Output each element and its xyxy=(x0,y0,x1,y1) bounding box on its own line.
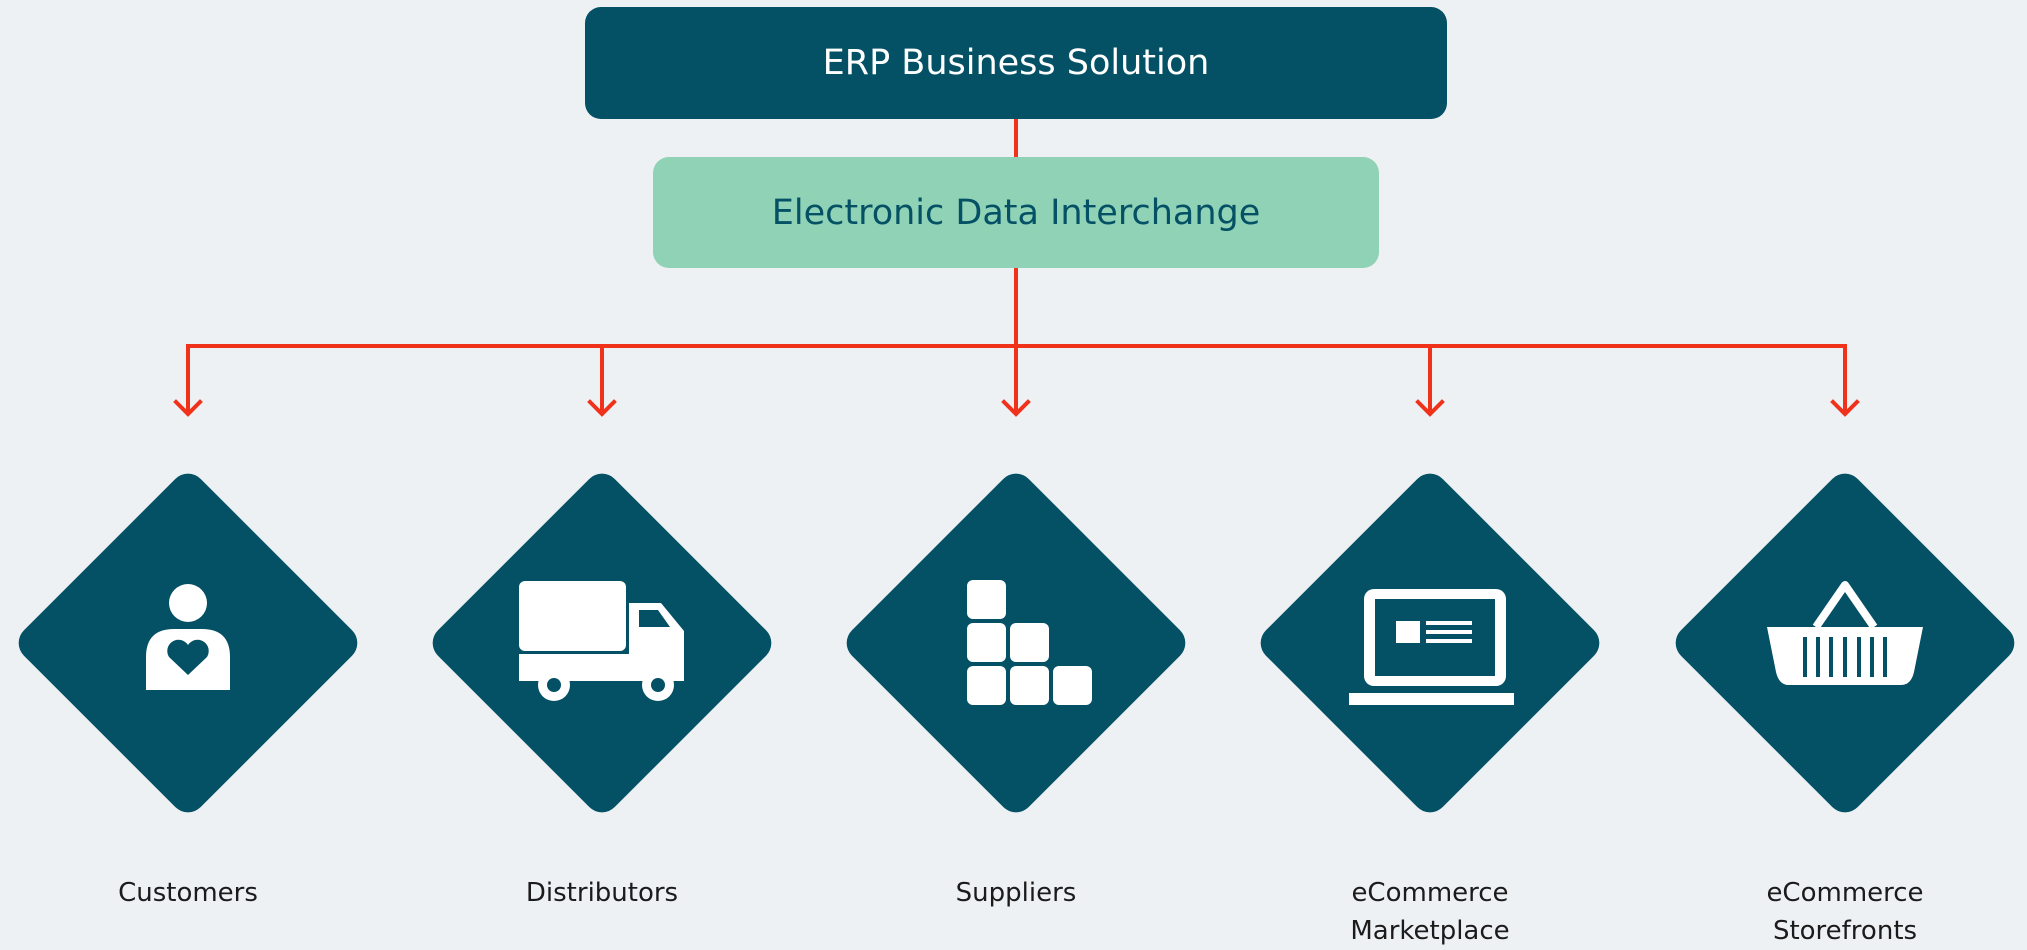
customers-label: Customers xyxy=(118,878,258,908)
erp-title: ERP Business Solution xyxy=(822,43,1210,83)
suppliers-node xyxy=(839,466,1193,820)
arrowhead xyxy=(1830,399,1860,417)
arrowhead xyxy=(173,399,203,417)
delivery-truck-icon xyxy=(519,581,684,701)
edi-box: Electronic Data Interchange xyxy=(653,157,1379,268)
arrowhead xyxy=(587,399,617,417)
distributors-label: Distributors xyxy=(525,878,679,908)
arrowhead xyxy=(1415,399,1445,417)
arrowhead xyxy=(1001,399,1031,417)
ecommerce-storefronts-node xyxy=(1668,466,2022,820)
erp-business-solution-box: ERP Business Solution xyxy=(585,7,1447,119)
distributors-node xyxy=(425,466,779,820)
suppliers-label: Suppliers xyxy=(955,878,1077,908)
ecommerce-marketplace-node xyxy=(1253,466,1607,820)
laptop-icon xyxy=(1349,589,1514,705)
edi-title: Electronic Data Interchange xyxy=(771,192,1261,233)
stacked-boxes-icon xyxy=(967,580,1092,705)
ecommerce-storefronts-label: eCommerce Storefronts xyxy=(1766,878,1924,946)
shopping-basket-icon xyxy=(1767,581,1923,685)
customer-heart-icon xyxy=(146,584,230,690)
ecommerce-marketplace-label: eCommerce Marketplace xyxy=(1350,878,1510,946)
customers-node xyxy=(11,466,365,820)
